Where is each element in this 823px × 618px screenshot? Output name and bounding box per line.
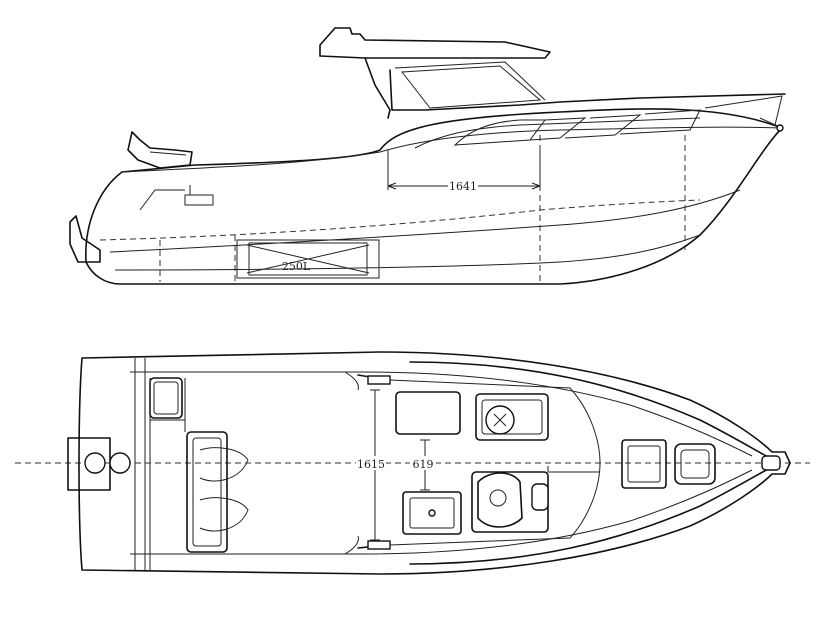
transom-fitting-2	[109, 452, 131, 474]
plan-hull-outline	[78, 351, 791, 575]
side-dimension-label: 1641	[449, 180, 477, 193]
plan-width-label: 619	[413, 458, 434, 471]
side-bulkhead-lines	[159, 135, 686, 282]
side-sheer-line	[121, 126, 783, 173]
side-chine-line	[109, 189, 741, 253]
forward-hatch	[621, 439, 667, 489]
bow-locker	[674, 443, 716, 485]
side-cabin	[319, 27, 786, 149]
cabin-door-left	[367, 375, 391, 385]
rear-hatch	[149, 377, 183, 419]
side-fitting	[184, 194, 214, 206]
sink-drain	[428, 509, 436, 517]
bench-seat-curves	[199, 447, 249, 532]
helm-seat	[477, 472, 523, 528]
fuel-tank-cross	[246, 244, 370, 274]
plan-view: 1615 619	[15, 351, 810, 575]
bow-roller	[761, 455, 781, 471]
side-hull-outline	[85, 108, 783, 285]
sink-unit	[402, 491, 462, 535]
steering-wheel	[531, 483, 549, 511]
transom-fitting-1	[84, 452, 106, 474]
side-dimension: 1641	[387, 150, 541, 193]
side-transom	[69, 215, 101, 263]
cabin-deck	[389, 379, 601, 546]
rear-bench	[186, 431, 228, 553]
fuel-tank	[236, 239, 380, 279]
outboard-motor	[127, 131, 193, 169]
helm-seat-left	[395, 391, 461, 435]
side-keel-line	[114, 234, 701, 271]
side-view: 250L 1641	[69, 27, 786, 285]
plan-rub-rail	[409, 361, 771, 565]
plan-dimensions: 1615 619	[356, 389, 436, 541]
toilet-box	[475, 393, 549, 441]
plan-gunwale	[130, 371, 753, 555]
fuel-tank-label: 250L	[282, 260, 311, 273]
toilet-mark	[493, 413, 507, 427]
cabin-door-right	[367, 540, 391, 550]
side-deck-dashed	[99, 199, 701, 241]
plan-length-label: 1615	[357, 458, 385, 471]
